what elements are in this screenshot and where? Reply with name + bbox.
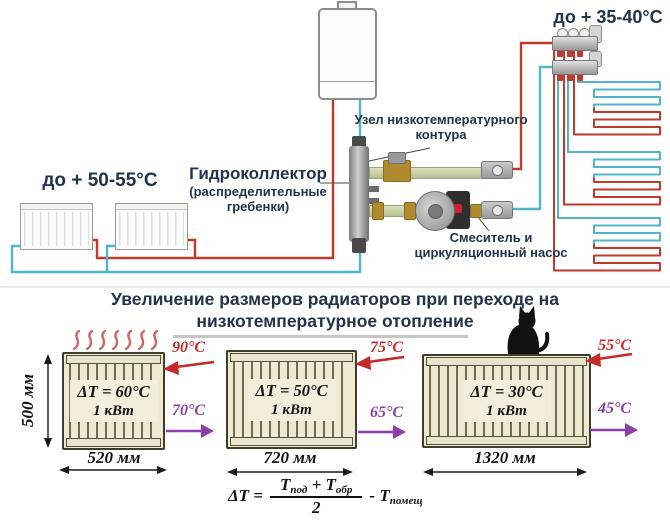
- manifold-nut: [557, 49, 563, 57]
- hydro-collector-label: Гидроколлектор (распределительные гребен…: [189, 164, 327, 215]
- hot-pipe-radiator2-branch: [186, 238, 197, 258]
- cat-icon: [507, 306, 550, 354]
- pump-hub: [428, 204, 443, 219]
- valve-cap: [388, 152, 406, 164]
- formula-room-term: - Тпомещ: [369, 485, 423, 507]
- radiator-bottom-cap: [426, 436, 587, 445]
- formula-numerator: Тпод + Тобр: [279, 475, 353, 496]
- width-dimension-arrow-1320: [423, 468, 587, 476]
- collector-stub-2: [369, 198, 379, 204]
- radiator-dt60: ΔT = 60°C 1 кВт: [62, 352, 165, 450]
- radiator-dt30: ΔT = 30°C 1 кВт: [422, 354, 591, 448]
- cold-pipe-return-main: [10, 240, 362, 274]
- floor-coil-2-cold: [567, 62, 661, 179]
- radiator-top-cap: [230, 353, 353, 362]
- width-dimension-arrow-520: [59, 466, 167, 474]
- radiator-top-cap: [66, 355, 161, 364]
- outlet-temp-1: 70°C: [172, 402, 206, 419]
- collector-stub-1: [369, 186, 379, 192]
- formula-fraction: Тпод + Тобр 2: [269, 475, 363, 518]
- radiator-dt50: ΔT = 50°C 1 кВт: [226, 350, 357, 449]
- height-label: 500 мм: [18, 373, 37, 427]
- floor-coil-2-hot: [563, 50, 661, 206]
- low-temp-unit-label: Узел низкотемпературного контура: [354, 112, 528, 143]
- supply-manifold: [552, 36, 598, 51]
- inlet-temp-3: 55°C: [598, 337, 632, 354]
- pump-label-dot: [453, 204, 462, 213]
- circulation-pump: [415, 191, 455, 231]
- return-thermometer-valve: [481, 201, 513, 219]
- delta-t-formula: ΔT = Тпод + Тобр 2 - Тпомещ: [228, 475, 422, 518]
- width-dimension-arrow-720: [227, 468, 353, 476]
- floor-coil-1-hot: [573, 50, 661, 136]
- manifold-nut: [567, 49, 573, 57]
- radiator-bottom-cap: [230, 437, 353, 446]
- floor-coil-1-cold: [577, 62, 661, 109]
- radiator-bottom-cap: [66, 438, 161, 447]
- return-manifold: [552, 60, 598, 75]
- width-label-1: 520 мм: [87, 448, 141, 467]
- formula-lhs: ΔT =: [228, 486, 263, 506]
- brass-nut-1: [372, 202, 384, 220]
- manifold-nut: [567, 73, 573, 81]
- hot-pipe-boiler-radiators: [90, 96, 335, 260]
- pipes-layer: [10, 41, 661, 274]
- thermometer-dial: [492, 165, 503, 176]
- outlet-temp-2: 65°C: [370, 404, 404, 421]
- mixer-pump-label: Смеситель и циркуляционный насос: [414, 230, 568, 261]
- inlet-temp-2: 75°C: [370, 339, 404, 356]
- wall-radiator-2: [115, 203, 188, 250]
- radiator-circuit-temp-label: до + 50-55°C: [42, 170, 158, 191]
- inlet-arrow-90: [163, 360, 215, 375]
- boiler: [318, 8, 377, 100]
- outlet-arrow-45: [590, 423, 638, 437]
- bottom-title: Увеличение размеров радиаторов при перех…: [111, 289, 559, 331]
- hydro-collector: [349, 146, 369, 242]
- annotations-layer: [44, 306, 638, 476]
- radiator-spec: ΔT = 30°C 1 кВт: [462, 380, 551, 422]
- height-dimension-arrow: [44, 354, 52, 448]
- thermometer-dial: [492, 205, 503, 216]
- floor-circuit-temp-label: до + 35-40°C: [553, 7, 663, 27]
- floor-coil-3-hot: [553, 50, 661, 272]
- inlet-temp-1: 90°C: [172, 339, 206, 356]
- radiator-header: [21, 204, 92, 210]
- floor-coil-3-cold: [557, 62, 661, 245]
- width-label-2: 720 мм: [263, 448, 317, 467]
- formula-denominator: 2: [269, 496, 363, 518]
- radiator-fins: [24, 212, 89, 246]
- radiator-spec: ΔT = 60°C 1 кВт: [69, 380, 158, 422]
- manifold-nut: [557, 73, 563, 81]
- manifold-nut: [577, 73, 583, 81]
- radiator-header: [116, 204, 187, 210]
- outlet-temp-3: 45°C: [598, 400, 632, 417]
- wall-radiator-1: [20, 203, 93, 250]
- title-underline: [173, 335, 468, 338]
- inlet-arrow-55: [585, 352, 633, 367]
- section-divider: [0, 286, 670, 288]
- supply-thermometer-valve: [481, 161, 513, 179]
- manifold-nut: [577, 49, 583, 57]
- radiator-fins: [119, 212, 184, 246]
- width-label-3: 1320 мм: [474, 448, 536, 467]
- cold-pipe-mixer-to-manifold: [510, 65, 554, 211]
- radiator-spec: ΔT = 50°C 1 кВт: [247, 378, 336, 421]
- collector-bottom-fitting: [352, 238, 366, 253]
- inlet-arrow-75: [355, 355, 405, 370]
- outlet-arrow-65: [358, 425, 406, 439]
- heat-waves-icon: [72, 329, 159, 351]
- cold-pipe-radiator2-branch: [105, 244, 118, 272]
- boiler-panel-line: [320, 81, 375, 82]
- hot-pipe-mixer-to-manifold: [510, 41, 554, 171]
- outlet-arrow-70: [166, 424, 214, 438]
